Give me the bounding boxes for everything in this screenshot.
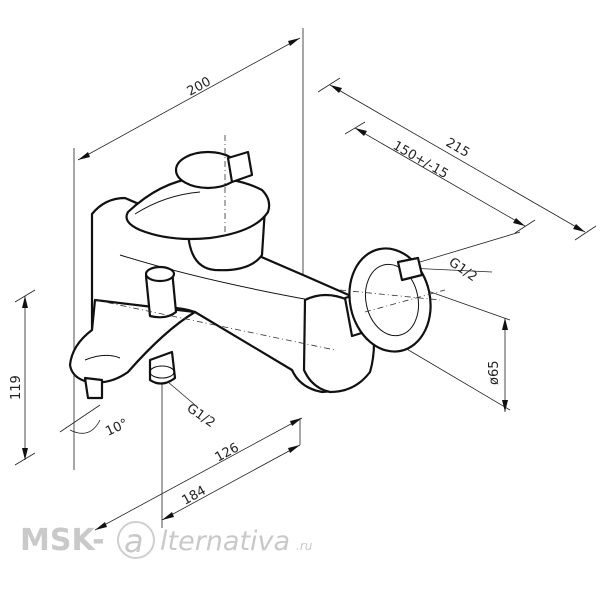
dimension-g12-bottom: G1/2 <box>167 381 218 431</box>
angle-label: 10° <box>103 416 130 439</box>
watermark-prefix: MSK- <box>20 523 105 558</box>
dimension-215-label: 215 <box>443 135 472 160</box>
dimension-200-label: 200 <box>185 74 214 99</box>
dimension-150: 150+/-15 <box>344 121 536 263</box>
dimension-215: 215 <box>317 77 597 241</box>
faucet-body <box>68 135 446 400</box>
watermark-suffix: lternativa <box>160 526 290 557</box>
length-126-label: 126 <box>213 440 242 465</box>
watermark-logo-letter: a <box>124 522 144 560</box>
thread-bottom-label: G1/2 <box>184 401 218 431</box>
height-label: 119 <box>9 375 24 400</box>
dimension-126: 126 <box>94 417 303 531</box>
dimension-119: 119 <box>9 289 36 466</box>
watermark: MSK- a lternativa .ru <box>20 521 313 560</box>
thread-wall-label: G1/2 <box>446 255 480 285</box>
watermark-logo-circle <box>117 521 155 559</box>
dimension-65: ø65 <box>399 289 511 412</box>
flange-diameter-label: ø65 <box>487 361 502 386</box>
watermark-domain: .ru <box>296 539 313 553</box>
dimension-150-label: 150+/-15 <box>390 138 451 182</box>
length-184-label: 184 <box>180 483 209 508</box>
dimension-angle: 10° <box>59 404 131 440</box>
